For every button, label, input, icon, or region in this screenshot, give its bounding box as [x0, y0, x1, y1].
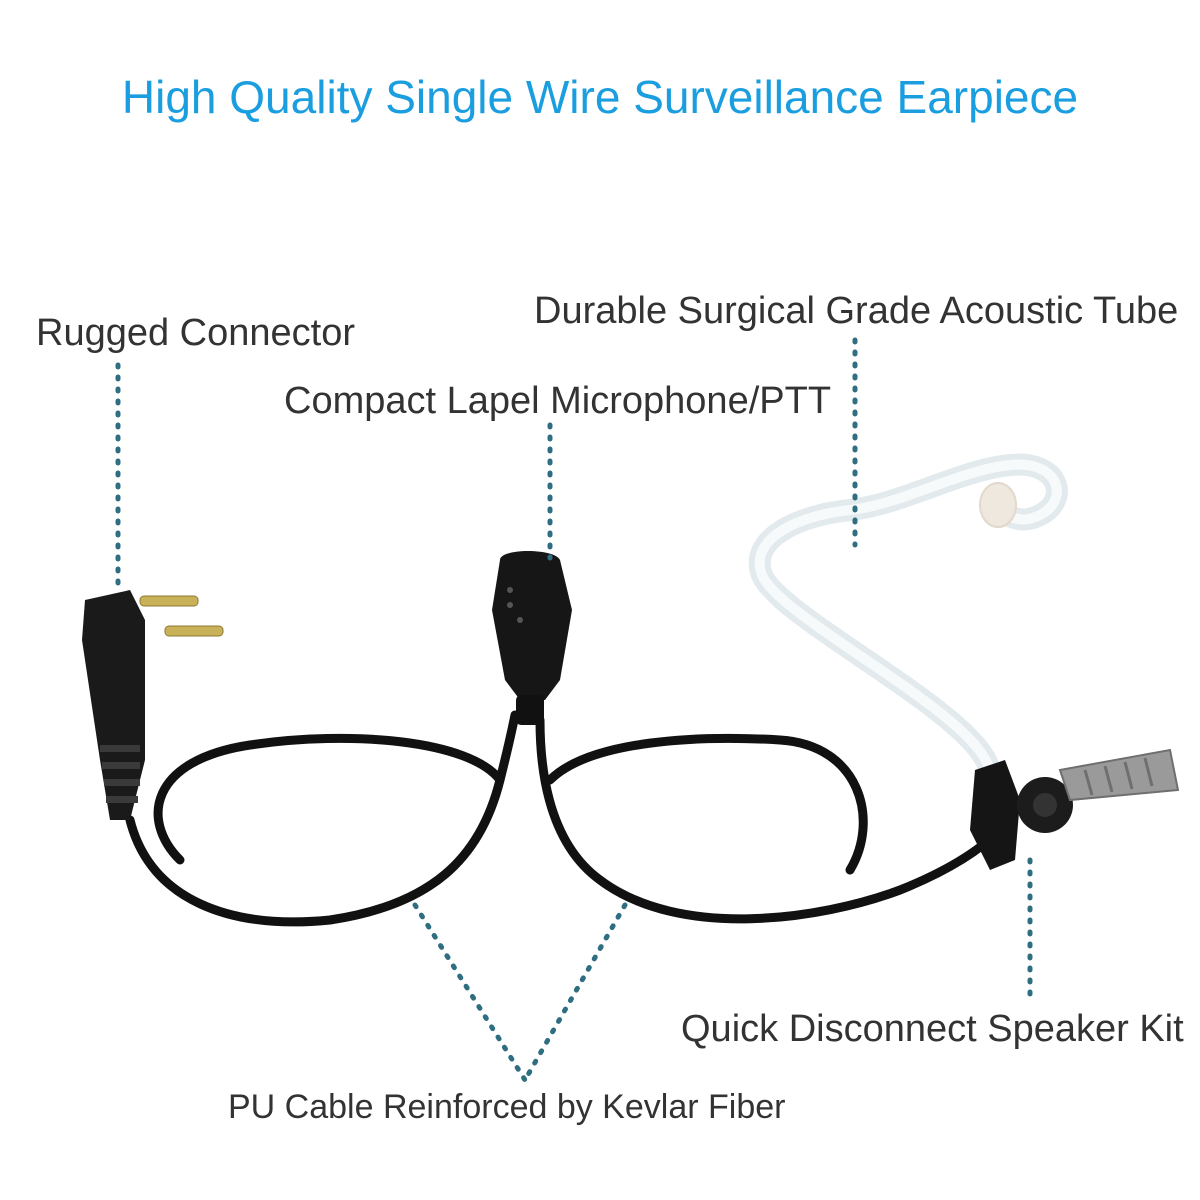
label-pu-cable: PU Cable Reinforced by Kevlar Fiber: [228, 1088, 786, 1126]
leader-cable-right: [522, 902, 628, 1083]
label-acoustic-tube: Durable Surgical Grade Acoustic Tube: [534, 290, 1179, 332]
page-title: High Quality Single Wire Surveillance Ea…: [121, 71, 1079, 123]
lapel-microphone: [492, 551, 572, 725]
cable-right-loop: [535, 715, 1005, 924]
rugged-connector: [82, 590, 224, 820]
label-speaker-kit: Quick Disconnect Speaker Kit: [681, 1008, 1184, 1050]
speaker-kit-clip: [970, 748, 1180, 870]
cable-left-loop: [125, 710, 520, 927]
acoustic-tube: [748, 453, 1068, 786]
label-lapel-microphone: Compact Lapel Microphone/PTT: [284, 380, 832, 422]
leader-lines: [115, 337, 1033, 1083]
leader-cable-left: [412, 902, 528, 1083]
label-rugged-connector: Rugged Connector: [36, 312, 355, 354]
ear-bud: [979, 482, 1017, 528]
